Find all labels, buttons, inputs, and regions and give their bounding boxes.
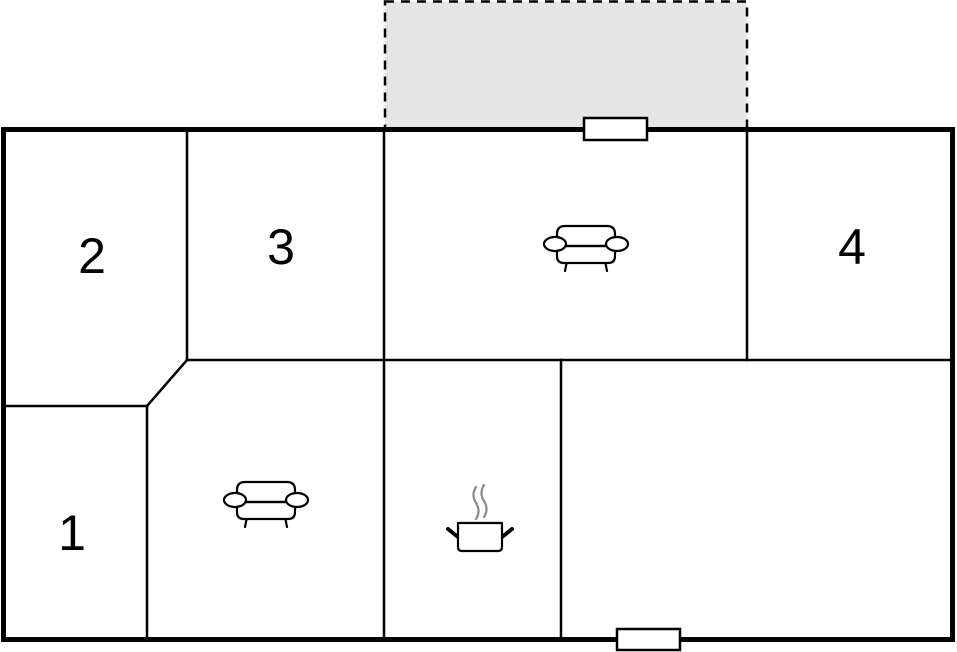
- room-label-1: 1: [58, 505, 86, 561]
- room-label-3: 3: [267, 219, 295, 275]
- window-bottom: [615, 627, 682, 652]
- room-label-4: 4: [838, 219, 866, 275]
- window-top: [582, 116, 649, 142]
- outer-walls: [1, 127, 955, 642]
- interior-walls: [2, 128, 954, 640]
- room-label-2: 2: [78, 228, 106, 284]
- terrace-area: [383, 0, 749, 131]
- sofa-icon: [542, 224, 630, 273]
- cooking-pot-icon: [446, 483, 514, 553]
- sofa-icon: [222, 480, 310, 529]
